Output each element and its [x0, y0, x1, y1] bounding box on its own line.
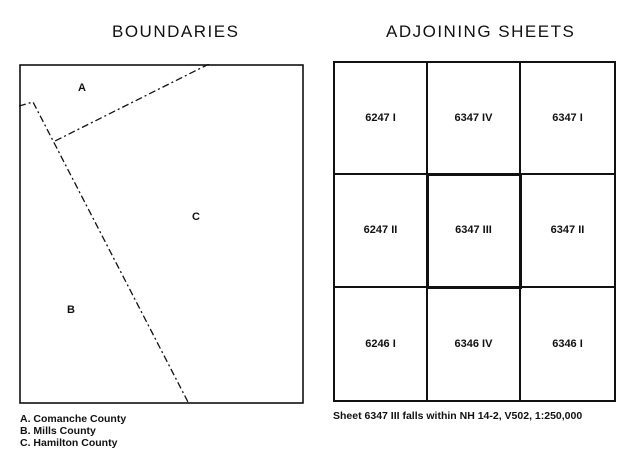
sheet-cell: 6346 I [552, 337, 583, 350]
region-label-b: B [67, 304, 75, 316]
sheet-cell: 6347 I [521, 63, 614, 176]
sheet-note: Sheet 6347 III falls within NH 14-2, V50… [333, 410, 583, 422]
region-label-a: A [78, 82, 86, 94]
legend-item-b: B. Mills County [20, 425, 96, 437]
boundaries-title: BOUNDARIES [112, 22, 240, 41]
sheet-cell: 6346 IV [428, 287, 521, 400]
region-label-c: C [192, 211, 200, 223]
sheet-cell: 6247 II [335, 175, 428, 288]
adjoining-sheets-grid: 6247 I 6347 IV 6347 I 6247 II 6347 III 6… [333, 61, 616, 402]
current-sheet-cell: 6347 III [427, 174, 522, 289]
mills-hamilton-boundary [19, 101, 190, 404]
sheet-cell: 6247 I [335, 63, 428, 176]
comanche-boundary [52, 64, 210, 143]
map-frame [19, 64, 304, 404]
sheet-cell: 6347 II [521, 175, 614, 288]
adjoining-sheets-title: ADJOINING SHEETS [386, 22, 576, 41]
sheet-cell: 6246 I [335, 287, 428, 400]
sheet-cell: 6347 IV [428, 63, 521, 176]
boundary-legend: A. Comanche County B. Mills County C. Ha… [20, 413, 126, 449]
boundary-map [19, 64, 304, 404]
legend-item-a: A. Comanche County [20, 413, 127, 425]
legend-item-c: C. Hamilton County [20, 437, 118, 449]
